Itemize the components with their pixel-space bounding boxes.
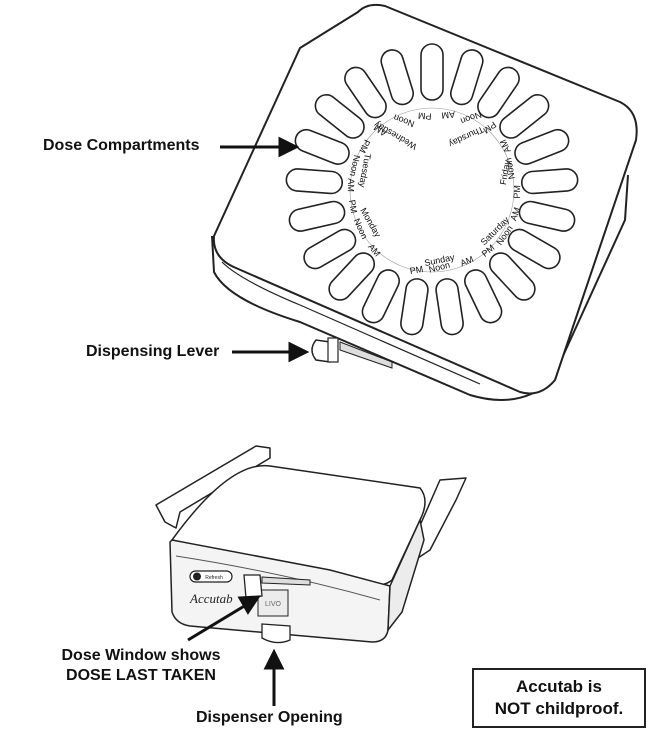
dose-compartment [420,43,444,101]
dispenser-top-view: Wednesday Thursday Friday Saturday Sunda… [211,3,638,401]
time-label-noon: Noon [503,157,517,180]
dose-compartment [303,228,357,270]
dose-compartment [507,228,561,270]
dispenser-opening [261,623,291,644]
dose-compartment [477,66,520,119]
dose-compartment [514,128,570,165]
dose-compartment [314,94,365,139]
dose-compartment [520,168,579,195]
dose-compartment [400,278,429,336]
dose-compartment [361,269,400,324]
label-dose-window-line1: Dose Window shows [61,647,221,664]
dose-compartment [285,168,344,195]
front-lever[interactable] [243,574,263,599]
childproof-warning-box: Accutab is NOT childproof. [472,668,646,728]
label-dose-window: Dose Window shows DOSE LAST TAKEN [46,646,236,686]
day-label-friday: Friday [498,159,512,186]
arrow-dose-window [187,603,247,642]
svg-text:Refresh: Refresh [205,575,223,581]
time-label-am: AM [459,254,475,268]
dose-compartment [488,252,536,301]
label-dose-compartments: Dose Compartments [43,137,200,154]
dose-compartment [344,66,387,119]
time-label-pm: PM [418,110,432,121]
dose-compartment [328,252,376,301]
time-label-noon: Noon [348,154,362,177]
front-device-side [387,517,425,633]
dose-compartment [518,200,576,232]
warning-line1: Accutab is [516,676,602,696]
callout-arrows [187,136,310,706]
time-label-pm: PM [512,185,522,199]
time-label-pm: PM [347,199,359,214]
dose-compartment [294,128,350,165]
time-label-am: AM [508,206,522,222]
time-label-am: AM [346,178,356,192]
dose-compartment [464,269,503,324]
dial-labels: Wednesday Thursday Friday Saturday Sunda… [346,109,522,276]
brand-logo: Accutab [189,591,233,606]
dispenser-front-view: Refresh Accutab LIVO [155,445,467,644]
dose-compartment [380,49,415,106]
time-label-pm: PM [409,264,424,276]
device-edge-line [221,261,481,385]
dose-compartment [435,278,464,336]
dose-compartment [499,94,550,139]
label-dispenser-opening: Dispenser Opening [196,709,343,726]
dose-window [257,589,289,617]
dose-compartment [449,49,484,106]
dial-inner-ring [349,107,515,273]
refresh-switch[interactable] [189,570,233,583]
dispensing-lever[interactable] [311,337,393,369]
dose-compartment [288,200,346,232]
warning-line2: NOT childproof. [494,699,624,718]
label-dispensing-lever: Dispensing Lever [86,343,220,360]
time-label-am: AM [441,109,455,120]
svg-text:LIVO: LIVO [265,601,282,608]
dose-compartments-ring [285,43,579,336]
label-dose-window-line2: DOSE LAST TAKEN [66,667,216,684]
